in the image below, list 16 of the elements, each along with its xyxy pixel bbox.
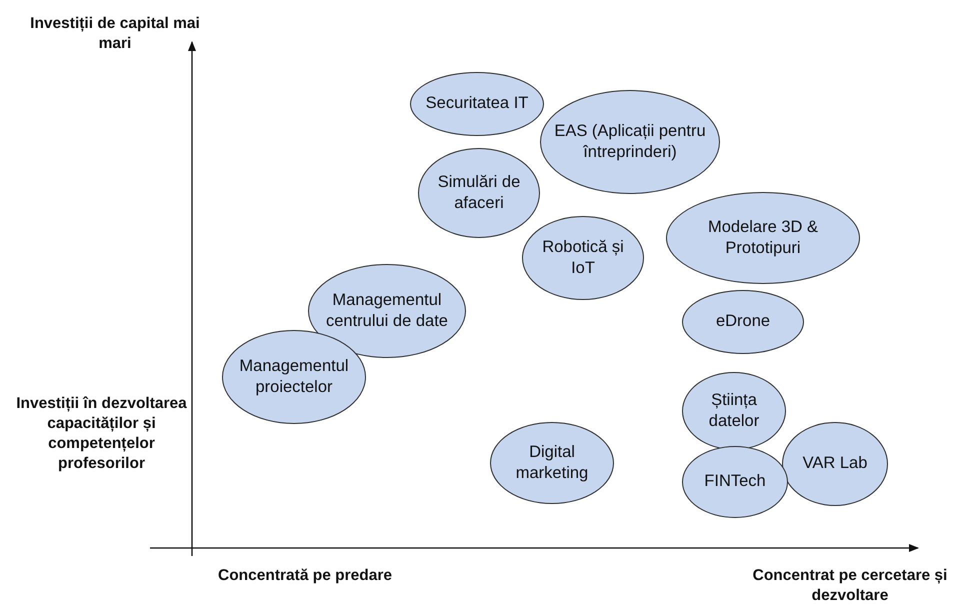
topic-label: FINTech <box>704 471 766 492</box>
topic-label: Securitatea IT <box>426 93 528 114</box>
topic-label: Managementul proiectelor <box>238 356 350 398</box>
topic-label: Managementul centrului de date <box>324 290 449 332</box>
axis-label: Investiții de capital mai mari <box>29 14 201 54</box>
topic-label: EAS (Aplicații pentru întreprinderi) <box>553 120 707 163</box>
topic-label: Simulări de afaceri <box>436 172 522 214</box>
topic-label: Știința datelor <box>708 390 760 432</box>
topic-label: Modelare 3D & Prototipuri <box>706 216 820 259</box>
topic-label: Digital marketing <box>514 442 590 484</box>
topic-label: Robotică și IoT <box>541 236 625 279</box>
topic-label: VAR Lab <box>802 453 868 474</box>
topic-label: eDrone <box>716 311 770 332</box>
axis-label: Investiții în dezvoltarea capacităților și competențelor profesorilor <box>15 394 188 474</box>
axis-label: Concentrat pe cercetare și dezvoltare <box>752 566 948 606</box>
axis-label: Concentrată pe predare <box>217 566 393 586</box>
